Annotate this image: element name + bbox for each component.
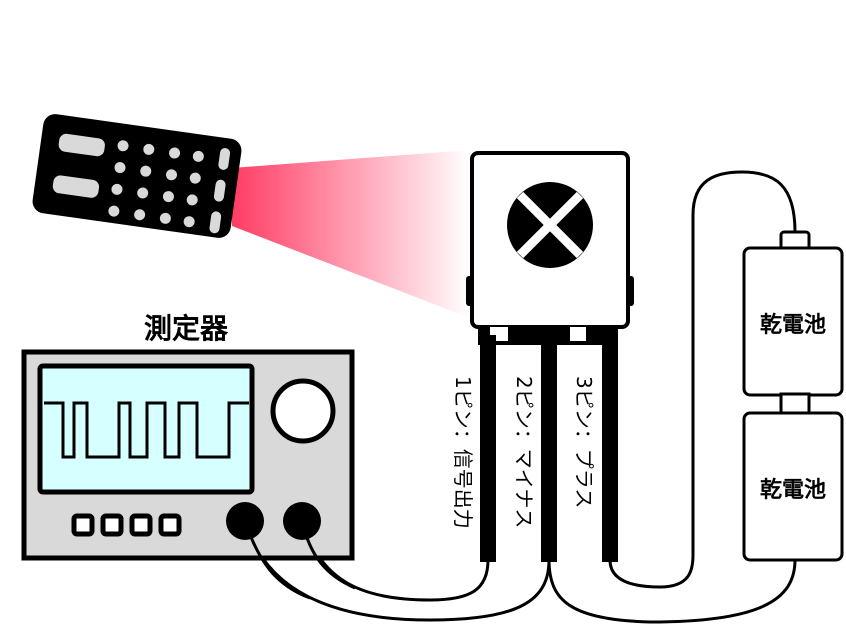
scope-button-2[interactable] bbox=[100, 513, 124, 537]
scope-button-3[interactable] bbox=[129, 513, 153, 537]
pin-2 bbox=[541, 327, 557, 562]
ir-beam bbox=[232, 150, 470, 318]
wires bbox=[243, 170, 797, 624]
battery-bottom: 乾電池 bbox=[742, 392, 844, 562]
wire-pin2-to-battery bbox=[547, 559, 797, 624]
scope-buttons bbox=[71, 513, 182, 537]
pin3-label: 3ピン：プラス bbox=[572, 376, 596, 508]
pin1-label: 1ピン：信号出力 bbox=[451, 376, 475, 529]
battery-label: 乾電池 bbox=[760, 477, 826, 503]
pin2-label: 2ピン：マイナス bbox=[512, 376, 536, 528]
oscilloscope bbox=[21, 349, 355, 561]
scope-button-1[interactable] bbox=[71, 513, 95, 537]
pin-3 bbox=[602, 335, 618, 562]
battery-top: 乾電池 bbox=[742, 230, 844, 397]
wire-scope-to-pin2 bbox=[243, 520, 551, 622]
battery-label: 乾電池 bbox=[760, 312, 826, 338]
wire-pin3-to-battery bbox=[608, 170, 797, 589]
scope-title: 測定器 bbox=[144, 312, 229, 345]
pin-1 bbox=[480, 335, 496, 562]
scope-button-4[interactable] bbox=[158, 513, 182, 537]
ir-receiver-module bbox=[466, 151, 634, 562]
waveform bbox=[44, 401, 249, 459]
scope-knob[interactable] bbox=[270, 378, 336, 444]
remote-control-icon bbox=[32, 114, 242, 238]
